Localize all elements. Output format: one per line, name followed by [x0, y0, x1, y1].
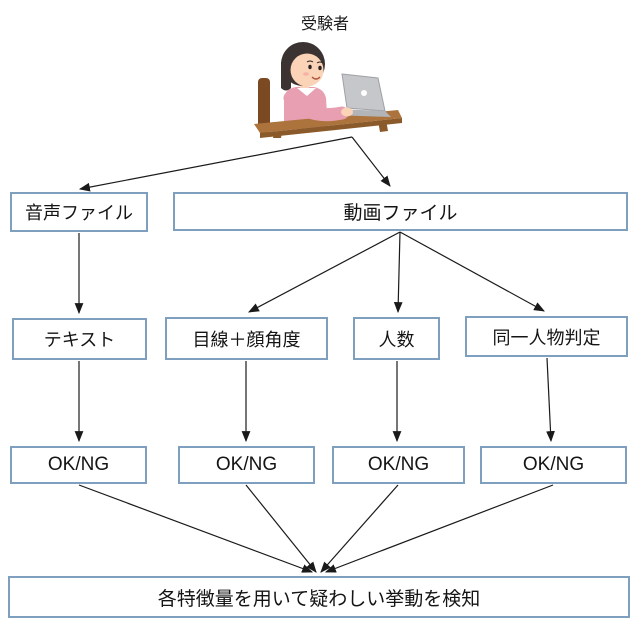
box-person-count: 人数 — [353, 317, 440, 360]
mouth-shape — [311, 76, 321, 80]
hand-shape — [341, 107, 353, 117]
desk-leg-right — [378, 120, 388, 132]
examinee-illustration — [254, 42, 402, 138]
collar-shape — [297, 88, 316, 96]
examinee-label: 受験者 — [300, 16, 349, 33]
brow-right — [316, 61, 324, 64]
desk-edge-shape — [260, 118, 402, 138]
box-same-person-check: 同一人物判定 — [465, 316, 628, 357]
eye-right — [318, 65, 322, 71]
chair-shape — [258, 78, 270, 128]
arrow-person-to-video — [351, 136, 391, 187]
arrow-video-to-people — [393, 231, 403, 314]
arrow-person-to-audio — [78, 136, 353, 192]
box-okng-same-person: OK/NG — [480, 446, 627, 484]
arrow-okng3-to-detect — [320, 484, 399, 573]
face-shape — [290, 53, 324, 87]
arrow-video-to-same-person — [399, 231, 545, 312]
box-text: テキスト — [12, 318, 147, 360]
arm-shape — [283, 91, 349, 122]
box-okng-people: OK/NG — [332, 446, 465, 484]
arrow-okng4-to-detect — [324, 484, 554, 573]
box-okng-audio: OK/NG — [10, 446, 147, 484]
eye-left — [308, 64, 312, 70]
brow-left — [306, 60, 314, 63]
arrow-okng2-to-detect — [245, 484, 317, 573]
box-video-file: 動画ファイル — [173, 192, 628, 231]
box-audio-file: 音声ファイル — [10, 192, 148, 232]
laptop-logo-dot — [361, 90, 367, 96]
box-gaze-face-angle: 目線＋顔角度 — [165, 317, 328, 360]
arrow-video-to-gaze — [248, 231, 401, 313]
blush-shape — [303, 72, 309, 76]
arrow-okng1-to-detect — [78, 484, 314, 573]
box-detect-suspicious-behavior: 各特徴量を用いて疑わしい挙動を検知 — [8, 576, 630, 618]
box-okng-gaze: OK/NG — [178, 446, 315, 484]
arrow-same-person-to-okng4 — [546, 357, 555, 443]
hair-lock-shape — [281, 62, 291, 91]
